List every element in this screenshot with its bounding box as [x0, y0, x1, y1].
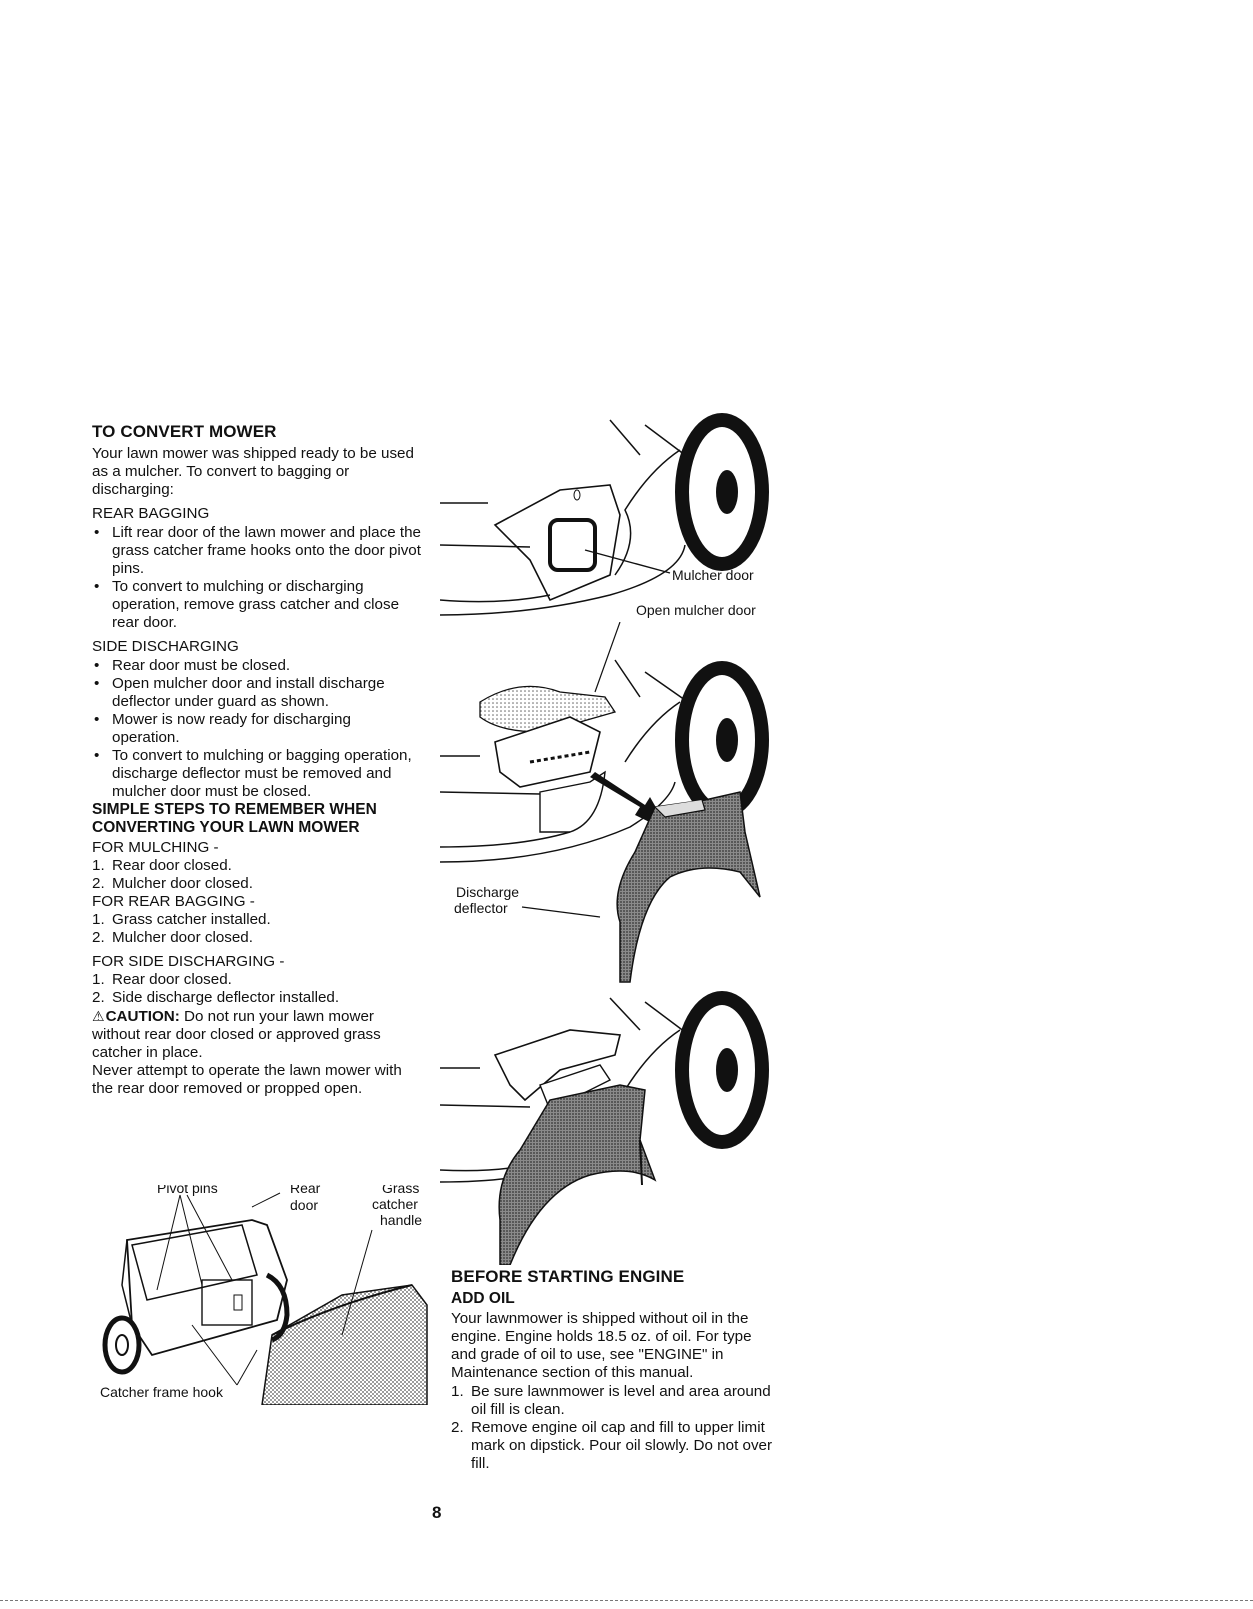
list-item: 1.Grass catcher installed.	[92, 911, 271, 928]
catcher-label: catcher	[372, 1196, 418, 1212]
handle-label: handle	[380, 1212, 422, 1228]
caution-label: CAUTION:	[105, 1008, 180, 1025]
before-starting-engine-section: BEFORE STARTING ENGINE ADD OIL Your lawn…	[451, 1268, 781, 1473]
list-item: Open mulcher door and install discharge …	[92, 675, 422, 711]
rear-bagging-steps: 1.Grass catcher installed. 2.Mulcher doo…	[92, 911, 422, 947]
add-oil-heading: ADD OIL	[451, 1290, 515, 1307]
side-discharging-list: Rear door must be closed. Open mulcher d…	[92, 657, 422, 801]
pivot-pins-label: Pivot pins	[157, 1185, 218, 1196]
rear-bagging-heading: REAR BAGGING	[92, 505, 210, 522]
rear-bagging-steps-heading: FOR REAR BAGGING -	[92, 893, 255, 910]
list-item: 1.Be sure lawnmower is level and area ar…	[451, 1383, 771, 1418]
add-oil-steps: 1.Be sure lawnmower is level and area ar…	[451, 1383, 781, 1473]
section-title: TO CONVERT MOWER	[92, 422, 277, 441]
side-discharging-heading: SIDE DISCHARGING	[92, 638, 239, 655]
rear-bagging-figure: Pivot pins Rear door Grass catcher handl…	[100, 1185, 428, 1405]
simple-steps-heading: SIMPLE STEPS TO REMEMBER WHEN CONVERTING…	[92, 801, 377, 836]
list-item: Mower is now ready for discharging opera…	[92, 711, 422, 747]
list-item: Rear door must be closed.	[92, 657, 422, 675]
convert-mower-section: TO CONVERT MOWER Your lawn mower was shi…	[92, 423, 422, 1098]
door-label: door	[290, 1197, 318, 1213]
list-item: To convert to mulching or discharging op…	[92, 578, 422, 632]
list-item: 2.Mulcher door closed.	[92, 929, 253, 946]
caution-text: Do not run your lawn mower without rear …	[92, 1008, 381, 1061]
mulching-heading: FOR MULCHING -	[92, 839, 219, 856]
catcher-frame-hook-label: Catcher frame hook	[100, 1384, 224, 1400]
intro-paragraph: Your lawn mower was shipped ready to be …	[92, 445, 414, 498]
caution-text-2: Never attempt to operate the lawn mower …	[92, 1062, 402, 1097]
bottom-divider	[0, 1600, 1253, 1602]
list-item: To convert to mulching or bagging operat…	[92, 747, 422, 801]
rear-label: Rear	[290, 1185, 321, 1196]
list-item: Lift rear door of the lawn mower and pla…	[92, 524, 422, 578]
discharge-deflector-figure: Discharge deflector	[440, 622, 769, 983]
rear-bagging-list: Lift rear door of the lawn mower and pla…	[92, 524, 422, 632]
mulcher-door-figure: Mulcher door Open mulcher door	[440, 413, 769, 618]
page-number: 8	[432, 1503, 442, 1522]
side-discharging-steps: 1.Rear door closed. 2.Side discharge def…	[92, 971, 422, 1007]
warning-triangle-icon: ⚠	[92, 1008, 105, 1024]
list-item: 2.Mulcher door closed.	[92, 875, 253, 892]
intro-paragraph: Your lawnmower is shipped without oil in…	[451, 1310, 752, 1381]
list-item: 2.Side discharge deflector installed.	[92, 989, 340, 1006]
list-item: 1.Rear door closed.	[92, 857, 232, 874]
mulching-steps: 1.Rear door closed. 2.Mulcher door close…	[92, 857, 422, 893]
list-item: 2.Remove engine oil cap and fill to uppe…	[451, 1419, 773, 1472]
installed-deflector-figure	[440, 991, 769, 1265]
discharge-label: Discharge	[456, 884, 519, 900]
caution-block: ⚠CAUTION: Do not run your lawn mower wit…	[92, 1007, 422, 1062]
mulcher-door-label: Mulcher door	[672, 567, 754, 583]
deflector-label: deflector	[454, 900, 508, 916]
side-discharging-steps-heading: FOR SIDE DISCHARGING -	[92, 953, 285, 970]
open-mulcher-door-label: Open mulcher door	[636, 602, 756, 618]
grass-label: Grass	[382, 1185, 419, 1196]
section-title: BEFORE STARTING ENGINE	[451, 1267, 685, 1286]
list-item: 1.Rear door closed.	[92, 971, 232, 988]
